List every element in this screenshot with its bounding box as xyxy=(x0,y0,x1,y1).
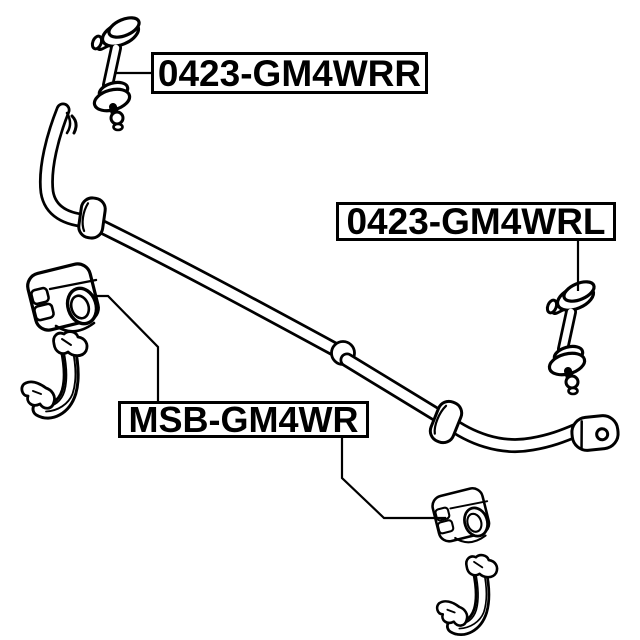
stabilizer-link-right-drawing xyxy=(546,278,597,394)
bushing-bracket-left-drawing xyxy=(22,332,87,412)
part-label-0423-gm4wrr: 0423-GM4WRR xyxy=(151,52,428,94)
part-label-msb-gm4wr: MSB-GM4WR xyxy=(118,401,369,438)
leader-line-bushing-bottom xyxy=(340,438,446,520)
leader-line-bushing-top xyxy=(93,294,160,401)
stabilizer-bushing-left-drawing xyxy=(23,259,103,335)
bushing-bracket-bottom-drawing xyxy=(437,555,497,629)
stabilizer-bushing-bottom-drawing xyxy=(428,484,493,545)
part-label-0423-gm4wrl: 0423-GM4WRL xyxy=(336,202,616,241)
stabilizer-sway-bar-drawing xyxy=(38,102,620,454)
